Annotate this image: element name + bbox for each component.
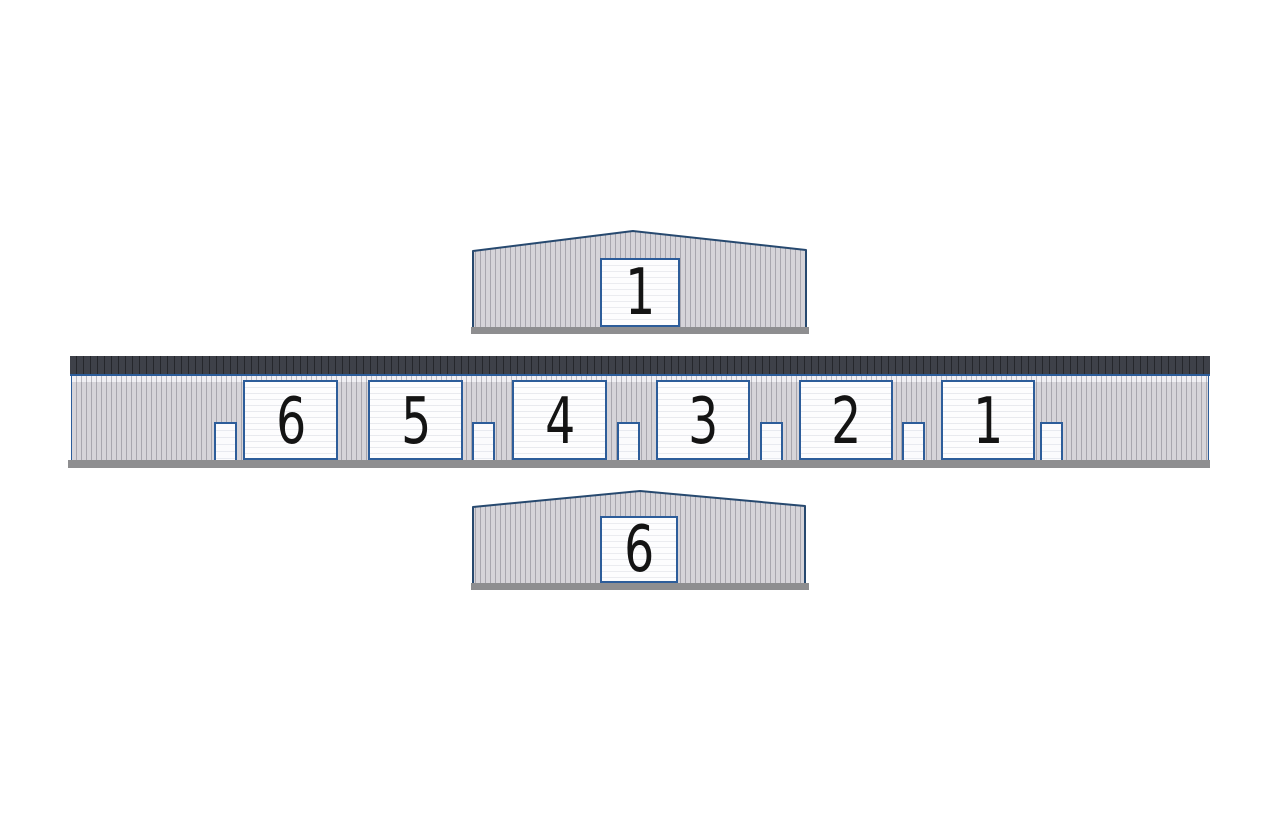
- foundation: [471, 583, 809, 590]
- man-door: [214, 422, 237, 460]
- man-door: [1040, 422, 1063, 460]
- building-top-door[interactable]: 1: [600, 258, 680, 327]
- main-building-wall-header-trim: [72, 376, 1208, 382]
- main-building-wall: [71, 376, 1209, 460]
- man-door: [902, 422, 925, 460]
- unit-door-3[interactable]: 3: [656, 380, 750, 460]
- building-top-door-number: 1: [625, 255, 655, 330]
- unit-door-4[interactable]: 4: [512, 380, 607, 460]
- unit-door-number: 6: [275, 384, 306, 459]
- main-building-roof: [70, 356, 1210, 376]
- building-bottom-door[interactable]: 6: [600, 516, 678, 583]
- man-door: [617, 422, 640, 460]
- unit-door-6[interactable]: 6: [243, 380, 338, 460]
- building-bottom-door-number: 6: [624, 512, 654, 587]
- unit-door-number: 5: [400, 384, 431, 459]
- man-door: [472, 422, 495, 460]
- unit-door-number: 3: [688, 384, 718, 459]
- unit-door-2[interactable]: 2: [799, 380, 893, 460]
- man-door: [760, 422, 783, 460]
- unit-door-number: 4: [544, 384, 575, 459]
- unit-door-number: 1: [973, 384, 1003, 459]
- unit-door-5[interactable]: 5: [368, 380, 463, 460]
- unit-door-number: 2: [831, 384, 861, 459]
- main-building-foundation: [68, 460, 1210, 468]
- foundation: [471, 327, 809, 334]
- unit-door-1[interactable]: 1: [941, 380, 1035, 460]
